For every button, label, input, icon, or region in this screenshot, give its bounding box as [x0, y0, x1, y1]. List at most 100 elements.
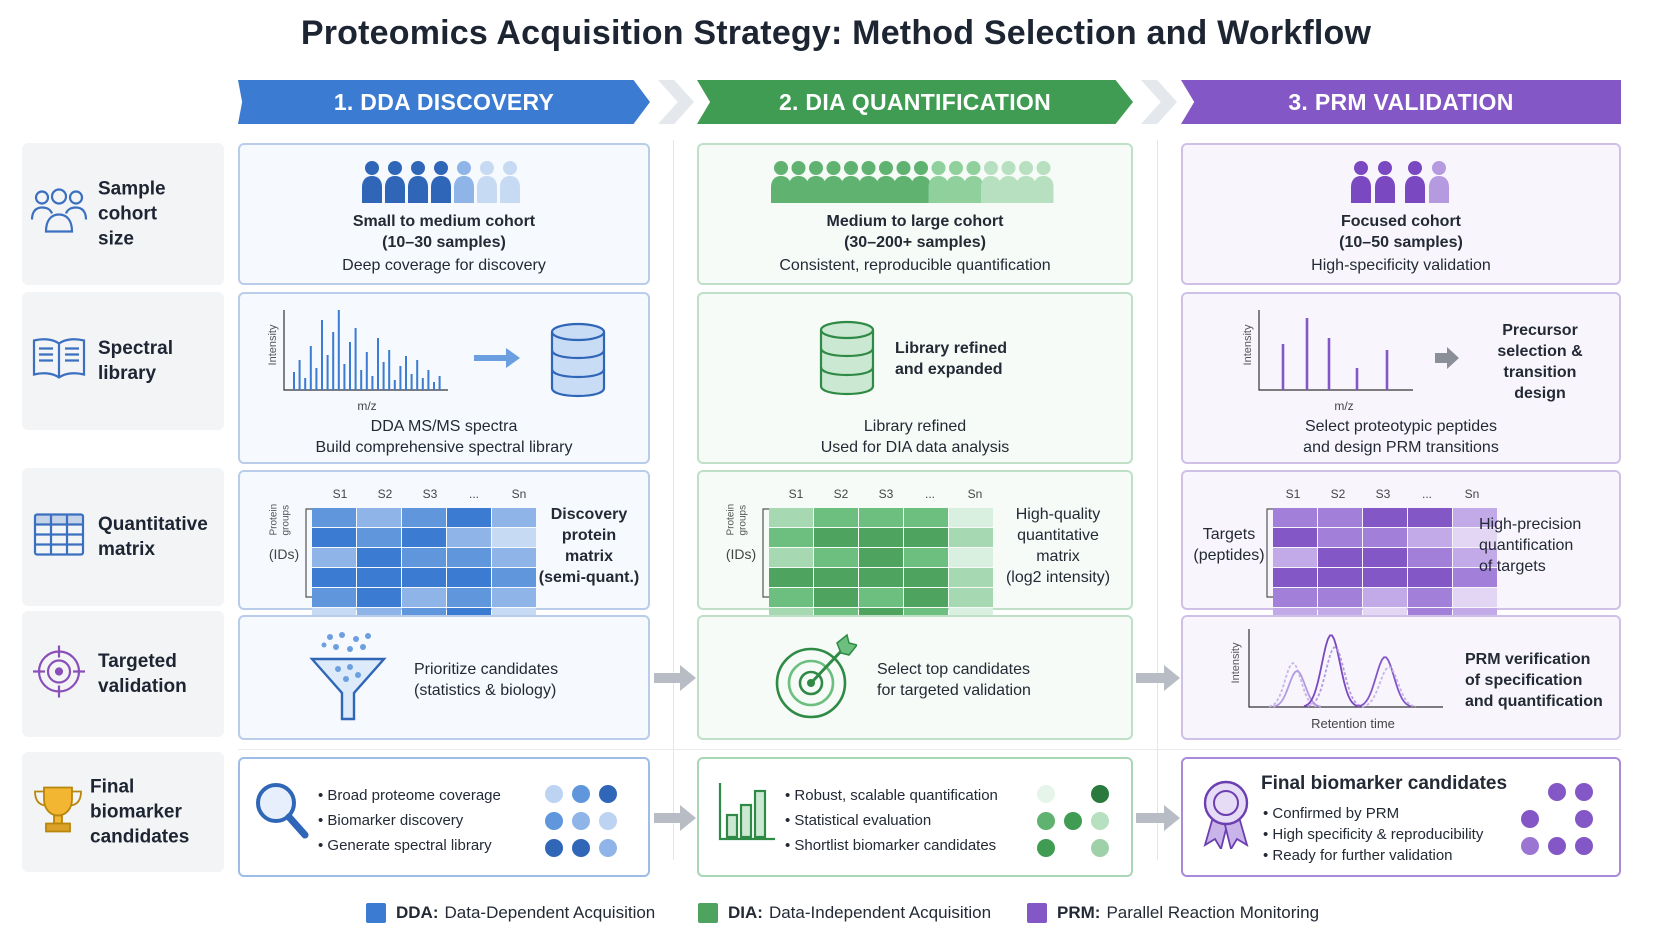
- heatmap-cell: [904, 508, 948, 527]
- matrix-col-header: S2: [377, 487, 393, 501]
- person-icon: [411, 161, 425, 175]
- final-title: Final biomarker candidates: [1261, 773, 1508, 794]
- cohort-line: Consistent, reproducible quantification: [779, 257, 1051, 274]
- heatmap-cell: [1408, 508, 1452, 527]
- dot: [545, 785, 563, 803]
- legend-swatch: [366, 903, 386, 923]
- heatmap-cell: [1363, 548, 1407, 567]
- heatmap-cell: [949, 508, 993, 527]
- matrix-col-header: S3: [1375, 487, 1391, 501]
- row-label-text: Final biomarker: [90, 776, 182, 823]
- legend-text: Parallel Reaction Monitoring: [1106, 903, 1320, 922]
- matrix-row-label: groups: [737, 504, 749, 536]
- heatmap-cell: [1273, 588, 1317, 607]
- dot: [1037, 839, 1055, 857]
- person-icon: [1036, 161, 1051, 175]
- person-icon: [826, 161, 841, 175]
- heatmap-cell: [492, 568, 536, 587]
- cohort-line: Medium to large cohort: [826, 213, 1004, 230]
- person-icon: [981, 176, 1001, 203]
- heatmap-cell: [492, 548, 536, 567]
- heatmap-cell: [1363, 528, 1407, 547]
- final-bullet: • Broad proteome coverage: [318, 787, 501, 804]
- person-icon: [896, 161, 911, 175]
- heatmap-cell: [1453, 528, 1497, 547]
- matrix-row-label: Protein: [725, 503, 737, 536]
- trophy-icon: [30, 784, 86, 841]
- dot: [1521, 837, 1539, 855]
- heatmap-cell: [1318, 588, 1362, 607]
- person-icon: [844, 161, 858, 175]
- dot: [1548, 783, 1566, 801]
- bar-chart-icon: [718, 783, 775, 841]
- chevron-right-icon: [1141, 80, 1177, 124]
- people-group-icon: [362, 161, 520, 203]
- legend-abbr: PRM:: [1057, 903, 1101, 922]
- heatmap-cell: [769, 528, 813, 547]
- axis-label-intensity: Intensity: [267, 324, 279, 366]
- column-divider: [1157, 140, 1158, 860]
- matrix-targets-label: Targets: [1202, 526, 1256, 543]
- person-icon: [931, 161, 946, 175]
- heatmap-cell: [1273, 508, 1317, 527]
- person-icon: [1016, 176, 1036, 203]
- person-icon: [791, 161, 806, 175]
- heatmap-cell: [447, 508, 491, 527]
- axis-label-intensity: Intensity: [1230, 642, 1242, 684]
- row-label-text: library: [98, 363, 157, 384]
- dot: [1064, 812, 1082, 830]
- row-label-text: size: [98, 228, 134, 250]
- person-icon: [946, 176, 966, 203]
- matrix-col-header: ...: [924, 487, 935, 501]
- heatmap-cell: [1318, 528, 1362, 547]
- heatmap-cell: [859, 568, 903, 587]
- person-icon: [774, 161, 788, 175]
- library-line: Select proteotypic peptides: [1304, 418, 1498, 435]
- dot: [545, 812, 563, 830]
- dot: [1548, 810, 1566, 828]
- library-line: and design PRM transitions: [1303, 439, 1499, 456]
- heatmap-cell: [357, 508, 401, 527]
- person-icon: [998, 176, 1019, 203]
- person-icon: [876, 176, 896, 203]
- legend-item-dda: DDA:Data-Dependent Acquisition: [366, 903, 655, 923]
- heatmap-cell: [814, 588, 858, 607]
- matrix-desc: (log2 intensity): [1005, 569, 1111, 586]
- dot-matrix-dda: [545, 785, 617, 857]
- bracket-icon: [762, 508, 770, 598]
- heatmap-cell: [402, 568, 446, 587]
- legend-abbr: DIA:: [728, 903, 763, 922]
- legend-abbr: DDA:: [396, 903, 439, 922]
- card-dia-library: Library refined and expanded Library ref…: [697, 292, 1133, 464]
- heatmap-cell: [1408, 588, 1452, 607]
- ms-spectrum-icon: [283, 310, 448, 391]
- final-bullet: • Ready for further validation: [1263, 847, 1453, 864]
- heatmap-cell: [859, 588, 903, 607]
- final-bullet: • High specificity & reproducibility: [1263, 826, 1484, 843]
- heatmap-cell: [1318, 568, 1362, 587]
- person-icon: [1408, 161, 1422, 175]
- heatmap-cell: [904, 548, 948, 567]
- heatmap-cell: [447, 568, 491, 587]
- dot-matrix-prm: [1521, 783, 1593, 855]
- card-dia-targeted: Select top candidates for targeted valid…: [697, 615, 1133, 740]
- heatmap-cell: [769, 568, 813, 587]
- matrix-col-header: S3: [878, 487, 894, 501]
- person-icon: [914, 161, 928, 175]
- dot: [1521, 810, 1539, 828]
- card-prm-matrix: S1 S2 S3 ... Sn Targets (peptides) High-…: [1181, 470, 1621, 647]
- library-line: Used for DIA data analysis: [820, 439, 1010, 456]
- heatmap-cell: [492, 588, 536, 607]
- matrix-col-header: S1: [788, 487, 804, 501]
- targeted-desc: Prioritize candidates: [414, 661, 559, 678]
- row-label-text: Spectral: [98, 338, 173, 359]
- table-grid-icon: [30, 511, 88, 564]
- heatmap-cell: [1318, 508, 1362, 527]
- dot: [1037, 785, 1055, 803]
- card-dia-matrix: S1 S2 S3 ... Sn Protein groups (IDs) Hig…: [697, 470, 1133, 647]
- page-title: Proteomics Acquisition Strategy: Method …: [300, 14, 1372, 52]
- library-heading: design: [1514, 385, 1566, 402]
- dot: [572, 839, 590, 857]
- person-icon: [457, 161, 471, 175]
